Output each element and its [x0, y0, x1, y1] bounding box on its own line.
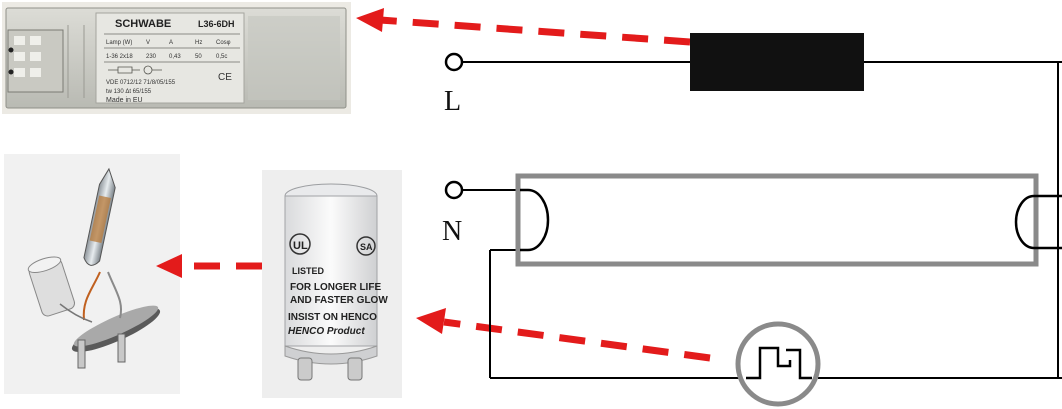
csa-logo-icon: [356, 236, 376, 256]
fluorescent-tube: [515, 173, 1062, 267]
ballast-photo: SCHWABE L36-6DH Lamp (W) V A Hz Cosφ 1-3…: [2, 2, 351, 114]
ballast-rating-amp-value: 0,43: [169, 54, 181, 60]
starter-canister-photo: UL SA LISTED FOR LONGER LIFE AND FASTER …: [262, 170, 402, 398]
starter-text-listed: LISTED: [292, 266, 325, 276]
starter-text-product: HENCO Product: [288, 326, 365, 337]
terminal-n-label: N: [442, 216, 462, 247]
ul-logo-icon: [289, 233, 311, 255]
starter-text-insist: INSIST ON HENCO: [288, 312, 377, 323]
starter-text-faster-glow: AND FASTER GLOW: [290, 295, 388, 306]
arrow-starter-internals: [156, 254, 262, 278]
ballast-rating-cos-header: Cosφ: [216, 40, 231, 46]
arrow-starter: [416, 308, 711, 362]
ballast-brand: SCHWABE: [115, 18, 171, 30]
ballast-rating-lamp-header: Lamp (W): [106, 40, 132, 46]
arrow-ballast: [356, 8, 691, 46]
terminal-n-icon: [444, 180, 464, 200]
left-filament-icon: [520, 188, 550, 252]
starter-symbol: [735, 321, 821, 407]
ballast-rating-volt-value: 230: [146, 54, 157, 60]
terminal-l-icon: [444, 52, 464, 72]
ce-mark-icon: CE: [218, 72, 232, 83]
ballast-rating-cos-value: 0,5c: [216, 54, 227, 60]
ballast-symbol: [690, 33, 864, 91]
ballast-rating-hz-header: Hz: [195, 40, 202, 46]
starter-internals-photo: [4, 154, 180, 394]
terminal-l-label: L: [444, 86, 461, 117]
ballast-rating-hz-value: 50: [195, 54, 202, 60]
ballast-temp-line: tw 130 Δt 65/155: [106, 89, 152, 95]
ballast-rating-amp-header: A: [169, 40, 173, 46]
starter-text-longer-life: FOR LONGER LIFE: [290, 282, 381, 293]
circuit-wiring: [462, 61, 1062, 379]
ballast-origin: Made in EU: [106, 97, 143, 104]
ballast-rating-volt-header: V: [146, 40, 150, 46]
ul-logo-glyph-icon: UL: [293, 240, 308, 252]
csa-logo-glyph-icon: SA: [360, 242, 373, 252]
ballast-model: L36-6DH: [198, 19, 235, 29]
right-filament-icon: [1014, 194, 1062, 250]
ballast-cert-line: VDE 0712/12 71/8/05/155: [106, 80, 176, 86]
ballast-rating-lamp-value: 1-36 2x18: [106, 54, 133, 60]
